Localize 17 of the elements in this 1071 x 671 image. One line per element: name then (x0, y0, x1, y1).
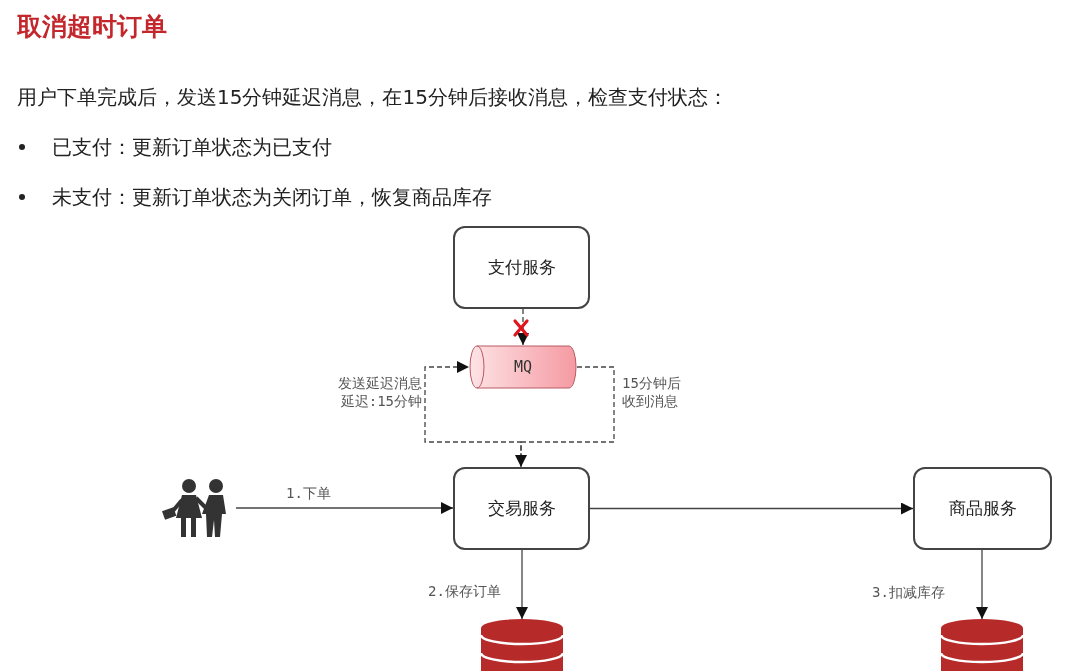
arrow (589, 502, 914, 515)
arrow (976, 549, 988, 620)
title: 取消超时订单 (17, 11, 167, 43)
arrow (517, 308, 529, 346)
service-box: 商品服务 (913, 467, 1052, 550)
intro-text: 用户下单完成后，发送15分钟延迟消息，在15分钟后接收消息，检查支付状态： (17, 84, 728, 111)
queue-cylinder: MQ (469, 345, 577, 389)
bullet-text: 已支付：更新订单状态为已支付 (52, 134, 332, 161)
arrow (516, 549, 528, 620)
bullet-text: 未支付：更新订单状态为关闭订单，恢复商品库存 (52, 184, 492, 211)
arrow (424, 361, 522, 468)
service-box: 交易服务 (453, 467, 590, 550)
database-cylinder (481, 619, 563, 671)
service-box: 支付服务 (453, 226, 590, 309)
arrow (515, 366, 615, 468)
arrow (235, 502, 454, 514)
database-cylinder (941, 619, 1023, 671)
